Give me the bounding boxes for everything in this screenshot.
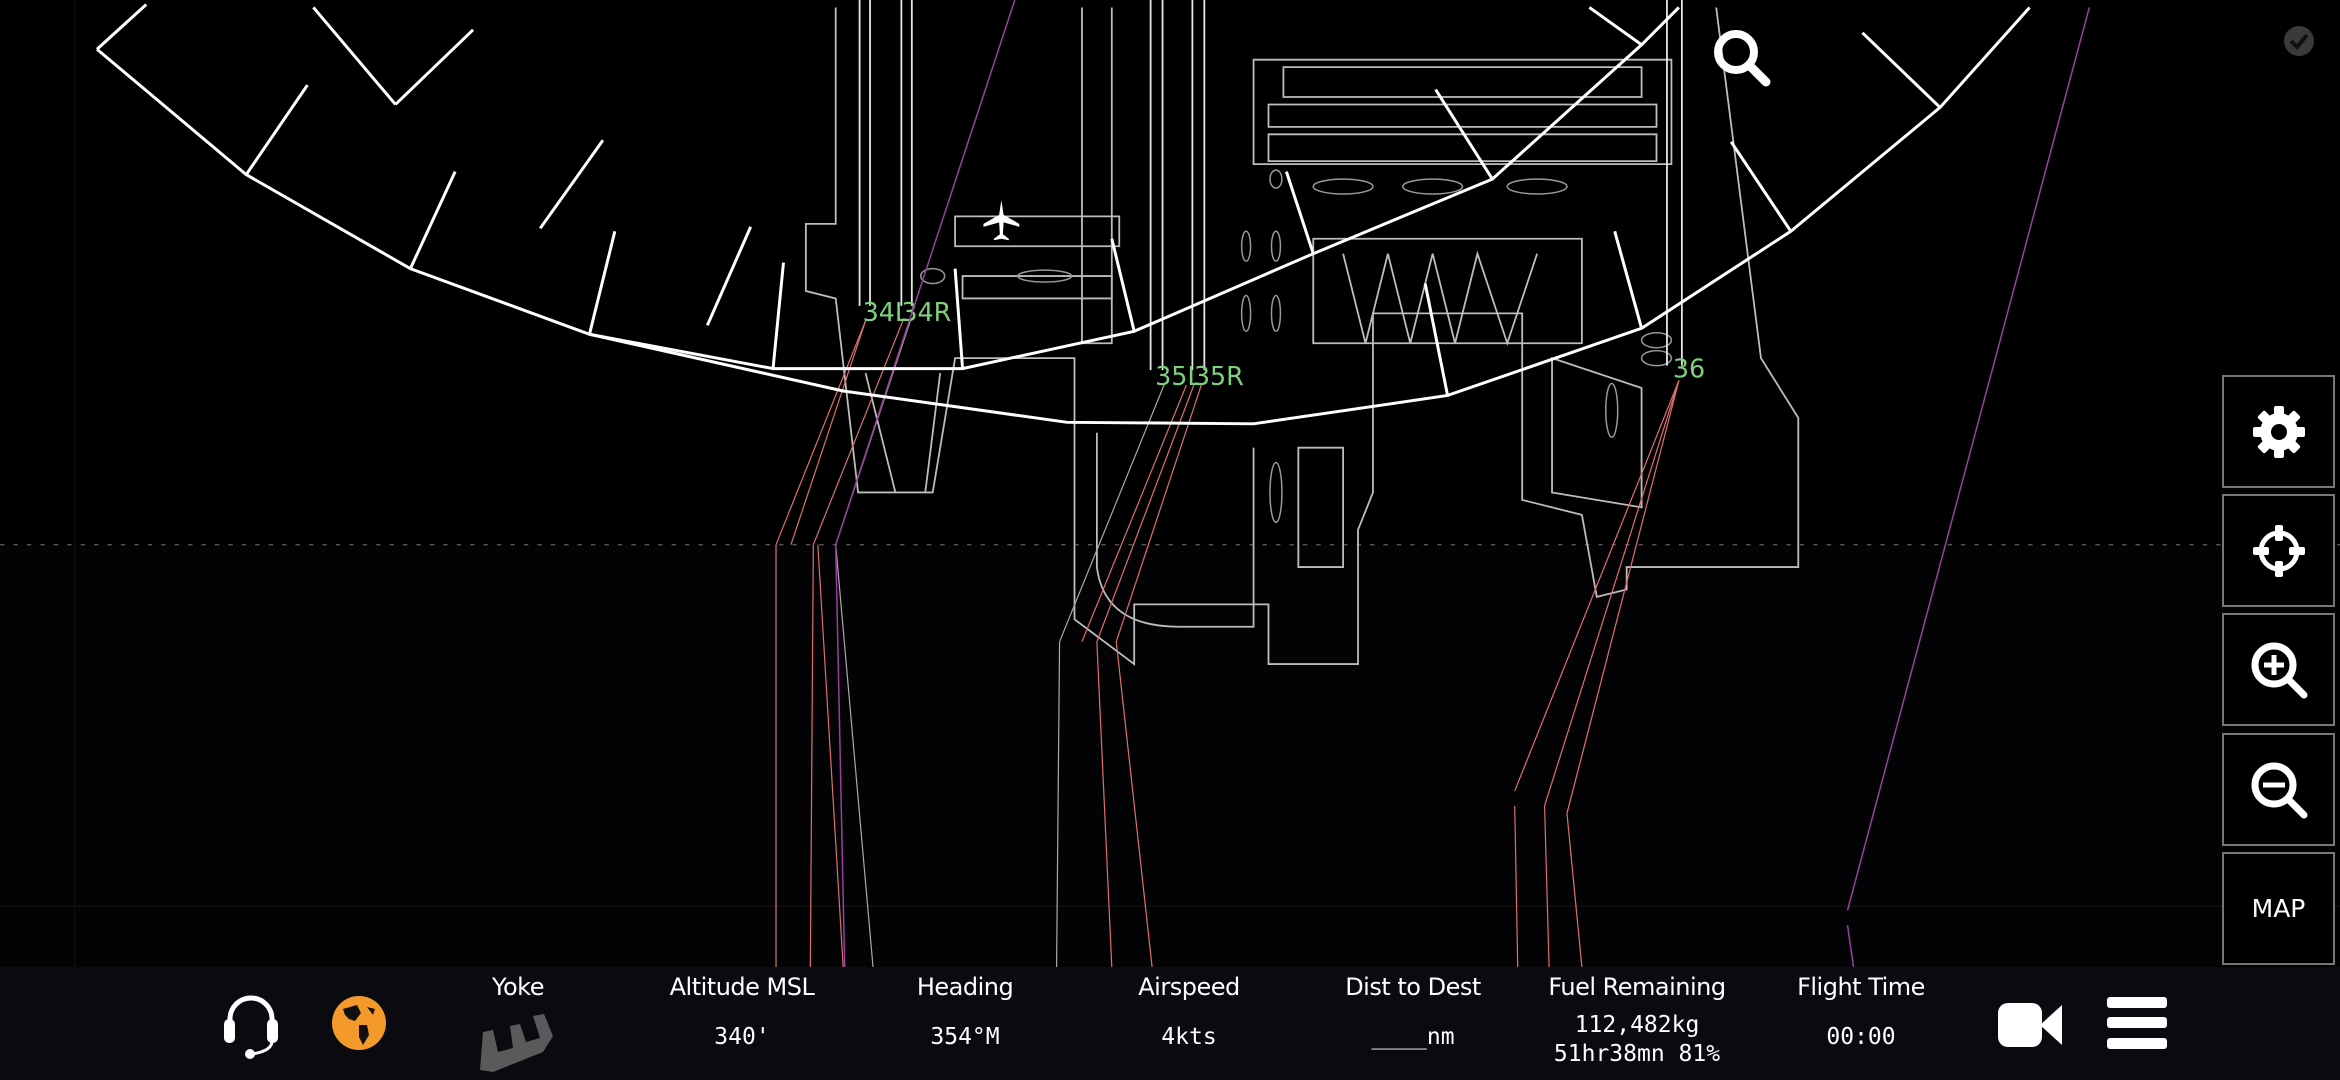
hamburger-menu-icon [2107, 997, 2167, 1049]
aircraft-icon [983, 199, 1020, 241]
fuel-weight: 112,482kg [1574, 1012, 1700, 1038]
settings-button[interactable] [2222, 375, 2335, 488]
crosshair-icon [2252, 524, 2305, 577]
search-icon [1714, 30, 1771, 87]
zoom-in-icon [2251, 642, 2307, 698]
yoke-icon [480, 1014, 553, 1072]
runway-label-34l: 34L [863, 297, 909, 327]
search-button[interactable] [1708, 24, 1778, 94]
video-camera-icon [1998, 1003, 2062, 1047]
fuel-label: Fuel Remaining [1548, 973, 1726, 1001]
airspeed-value: 4kts [1161, 1024, 1217, 1050]
ground-area [0, 544, 2340, 967]
flight-time-label: Flight Time [1797, 973, 1925, 1001]
zoom-out-icon [2251, 762, 2307, 818]
runway-label-35r: 35R [1194, 361, 1244, 391]
runway-label-36: 36 [1673, 354, 1705, 384]
bottom-status-bar: Yoke Altitude MSL 340' Heading 354°M Air… [0, 967, 2340, 1080]
globe-button[interactable] [331, 995, 387, 1051]
range-arcs [95, 3, 2031, 426]
headset-icon [224, 995, 278, 1059]
heading-label: Heading [916, 973, 1014, 1001]
check-icon [2282, 24, 2316, 58]
map-canvas: 34L 34R 35L 35R 36 [0, 0, 2340, 967]
altitude-label: Altitude MSL [669, 973, 815, 1001]
airport-map[interactable]: 34L 34R 35L 35R 36 [0, 0, 2340, 967]
globe-icon [332, 996, 386, 1050]
dist-value: ____nm [1371, 1024, 1455, 1050]
route-lines [834, 0, 2091, 967]
airport-outline [804, 7, 1800, 666]
map-button-label: MAP [2251, 894, 2306, 923]
yoke-label: Yoke [492, 973, 544, 1001]
heading-value: 354°M [930, 1024, 1000, 1050]
fuel-endurance: 51hr38mn 81% [1553, 1041, 1721, 1067]
taxiway-marks [920, 169, 1673, 524]
menu-button[interactable] [2105, 995, 2169, 1051]
dist-label: Dist to Dest [1345, 973, 1481, 1001]
zoom-in-button[interactable] [2222, 613, 2335, 726]
map-button[interactable]: MAP [2222, 852, 2335, 965]
altitude-value: 340' [714, 1024, 770, 1050]
zoom-out-button[interactable] [2222, 733, 2335, 846]
runways [858, 0, 1683, 371]
gear-icon [2252, 405, 2305, 458]
flight-time-value: 00:00 [1826, 1024, 1896, 1050]
approach-lines [775, 320, 1680, 967]
center-button[interactable] [2222, 494, 2335, 607]
camera-button[interactable] [1996, 999, 2066, 1051]
atc-button[interactable] [220, 991, 282, 1061]
airspeed-label: Airspeed [1138, 973, 1240, 1001]
